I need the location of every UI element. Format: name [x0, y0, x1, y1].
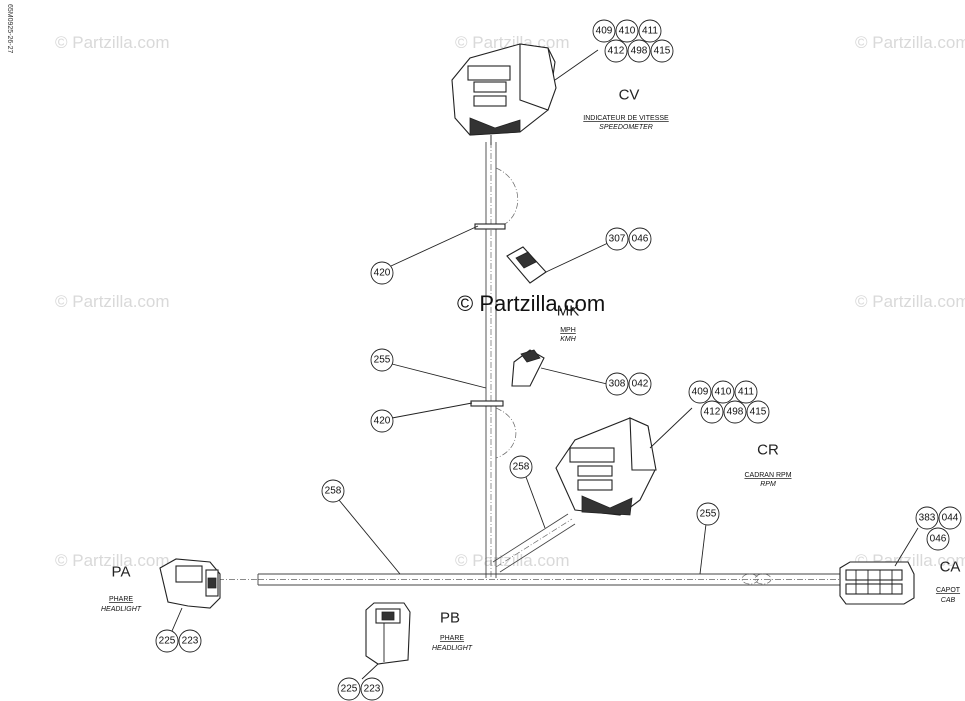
center-watermark: © Partzilla.com [457, 291, 605, 316]
callout-258-mid: 258 [513, 462, 530, 473]
clamp-bottom [470, 400, 504, 407]
connector-label-fr-cr: CADRAN RPM [744, 472, 791, 479]
callout-420-top: 420 [374, 268, 391, 279]
callout-411: 411 [738, 387, 754, 398]
callout-group-cv: 409 410 411 412 498 415 [592, 19, 674, 63]
connector-code-cv: CV [619, 87, 640, 104]
connector-label-fr-pb: PHARE [440, 635, 464, 642]
callout-223: 223 [364, 684, 381, 695]
clamp-top [474, 223, 506, 230]
headlight-connector-pa [159, 558, 221, 609]
watermark: © Partzilla.com [55, 33, 170, 52]
callout-411: 411 [642, 26, 658, 37]
document-id: 65M0925-26-27 [6, 4, 13, 54]
callout-225: 225 [341, 684, 358, 695]
callout-044: 044 [942, 513, 959, 524]
watermark: © Partzilla.com [855, 292, 965, 311]
rpm-gauge-connector [555, 417, 657, 516]
connector-code-ca: CA [940, 559, 961, 576]
connector-code-mk: MK [557, 303, 580, 320]
headlight-connector-pb [365, 602, 411, 665]
callout-415: 415 [654, 46, 671, 57]
callout-258-left: 258 [325, 486, 342, 497]
callout-415: 415 [750, 407, 767, 418]
connector-label-en-pa: HEADLIGHT [101, 606, 142, 613]
connector-label-en-mk: KMH [560, 336, 577, 343]
callout-046: 046 [632, 234, 649, 245]
callout-042: 042 [632, 379, 649, 390]
watermark: © Partzilla.com [55, 292, 170, 311]
callout-223: 223 [182, 636, 199, 647]
callout-255-right: 255 [700, 509, 717, 520]
watermark: © Partzilla.com [55, 551, 170, 570]
connector-label-fr-mk: MPH [560, 327, 576, 334]
callout-308: 308 [609, 379, 626, 390]
callout-409: 409 [596, 26, 613, 37]
callout-group-cr: 409 410 411 412 498 415 [688, 380, 770, 424]
branch-to-rpm [492, 513, 576, 573]
callout-412: 412 [608, 46, 625, 57]
connector-label-en-cv: SPEEDOMETER [599, 124, 653, 131]
callout-410: 410 [619, 26, 636, 37]
connector-code-pa: PA [112, 564, 131, 581]
callout-420-bottom: 420 [374, 416, 391, 427]
connector-code-pb: PB [440, 610, 460, 627]
cab-connector-ca [839, 561, 915, 605]
speedometer-connector [451, 43, 557, 145]
connector-label-fr-cv: INDICATEUR DE VITESSE [583, 115, 669, 122]
callout-409: 409 [692, 387, 709, 398]
connector-label-fr-pa: PHARE [109, 596, 133, 603]
connector-label-en-ca: CAB [941, 597, 956, 604]
connector-code-cr: CR [757, 442, 779, 459]
callout-307: 307 [609, 234, 626, 245]
callout-225: 225 [159, 636, 176, 647]
callout-046: 046 [930, 534, 947, 545]
callout-255-left: 255 [374, 355, 391, 366]
connector-label-fr-ca: CAPOT [936, 587, 961, 594]
connector-label-en-cr: RPM [760, 481, 776, 488]
callout-498: 498 [727, 407, 744, 418]
mph-kmh-connector-bottom [511, 349, 545, 387]
watermark: © Partzilla.com [455, 551, 570, 570]
mph-kmh-connector-top [506, 246, 547, 284]
horizontal-harness [218, 573, 845, 586]
watermark: © Partzilla.com [855, 33, 965, 52]
callout-383: 383 [919, 513, 936, 524]
callout-412: 412 [704, 407, 721, 418]
vertical-harness [485, 142, 518, 578]
connector-label-en-pb: HEADLIGHT [432, 645, 473, 652]
callout-498: 498 [631, 46, 648, 57]
callout-410: 410 [715, 387, 732, 398]
